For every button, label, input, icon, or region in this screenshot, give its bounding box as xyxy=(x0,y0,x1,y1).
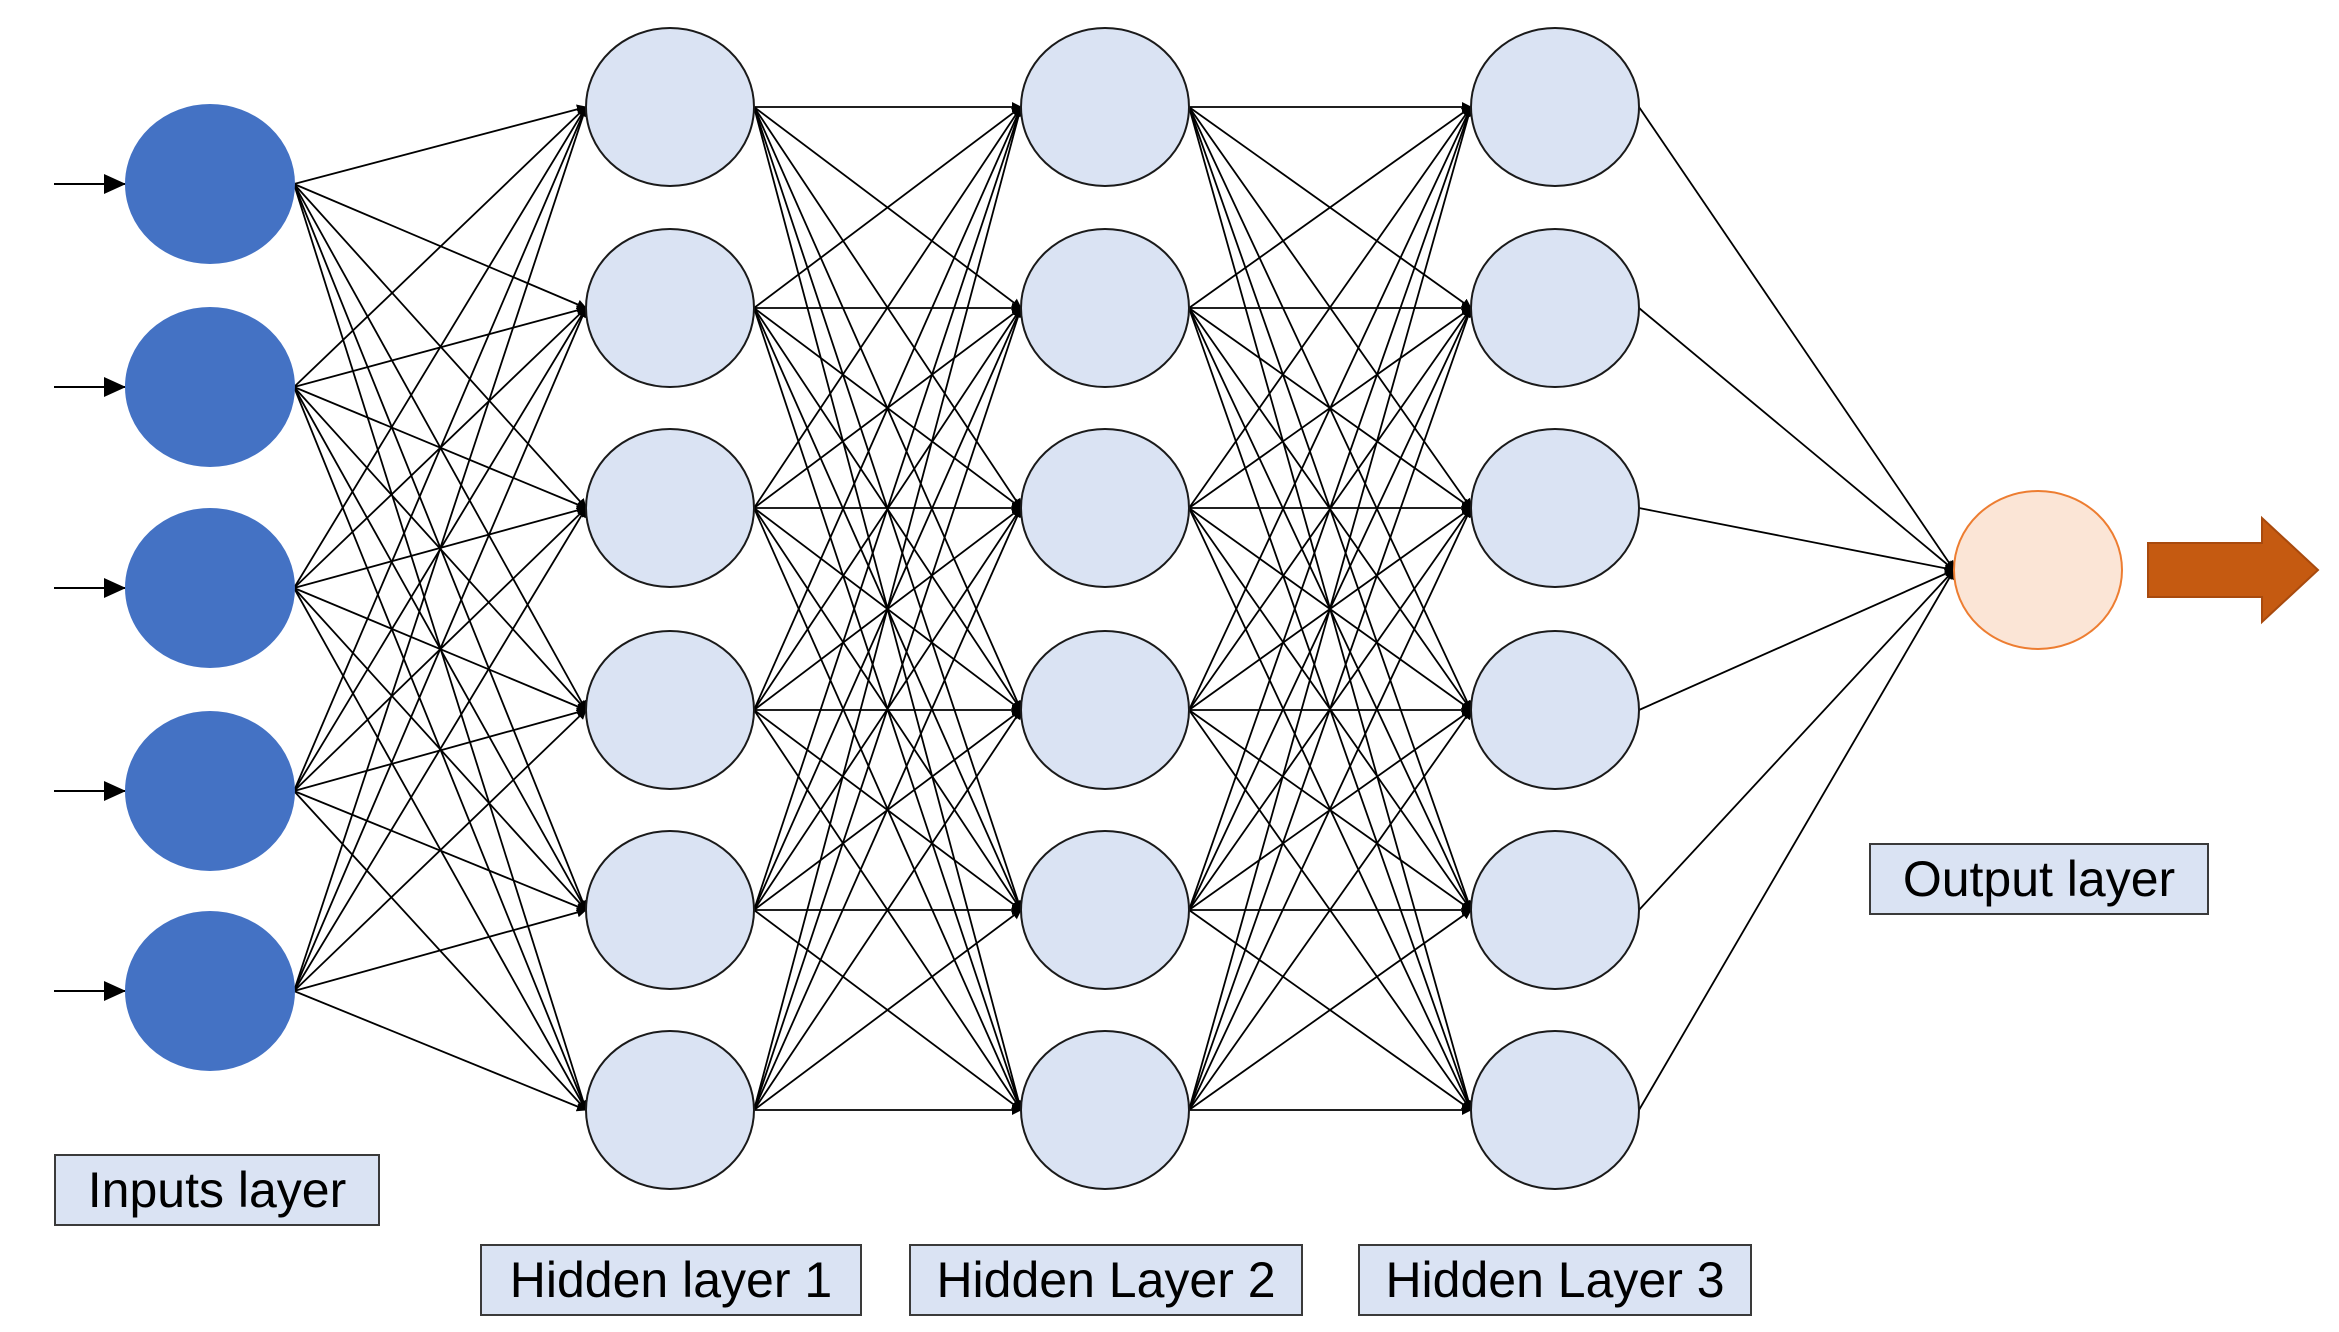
hidden1-node-2 xyxy=(585,428,755,588)
hidden-layer-1-label: Hidden layer 1 xyxy=(480,1244,862,1316)
connection-hidden3-0-output-0 xyxy=(1638,106,1955,571)
connection-hidden1-5-hidden2-3 xyxy=(753,709,1022,1111)
hidden1-node-5 xyxy=(585,1030,755,1190)
inputs-node-4 xyxy=(125,911,295,1071)
hidden1-node-3 xyxy=(585,630,755,790)
connection-hidden3-5-output-0 xyxy=(1638,569,1955,1111)
connection-hidden2-5-hidden3-2 xyxy=(1188,507,1472,1111)
connection-hidden2-4-hidden3-0 xyxy=(1188,106,1473,911)
inputs-node-2 xyxy=(125,508,295,668)
hidden3-node-3 xyxy=(1470,630,1640,790)
hidden2-node-1 xyxy=(1020,228,1190,388)
connection-hidden1-3-hidden2-0 xyxy=(753,106,1022,711)
connection-hidden2-2-hidden3-0 xyxy=(1188,106,1472,509)
connection-hidden1-1-hidden2-0 xyxy=(753,106,1022,309)
connection-hidden2-5-hidden3-4 xyxy=(1188,909,1472,1111)
connection-hidden1-5-hidden2-1 xyxy=(753,307,1023,1111)
connection-inputs-4-hidden1-3 xyxy=(293,709,587,992)
connection-inputs-3-hidden1-0 xyxy=(293,106,588,792)
connection-inputs-2-hidden1-5 xyxy=(293,587,587,1111)
output-node-0 xyxy=(1953,490,2123,650)
hidden-layer-2-label: Hidden Layer 2 xyxy=(909,1244,1303,1316)
connection-hidden2-5-hidden3-3 xyxy=(1188,709,1472,1111)
connection-hidden2-5-hidden3-1 xyxy=(1188,307,1473,1111)
hidden3-node-4 xyxy=(1470,830,1640,990)
connection-hidden1-5-hidden2-2 xyxy=(753,507,1022,1111)
connection-hidden3-3-output-0 xyxy=(1638,569,1955,711)
connection-hidden2-5-hidden3-0 xyxy=(1188,106,1474,1111)
hidden2-node-5 xyxy=(1020,1030,1190,1190)
input-arrows xyxy=(54,174,126,1001)
hidden1-node-1 xyxy=(585,228,755,388)
neurons xyxy=(125,27,2123,1190)
hidden1-node-4 xyxy=(585,830,755,990)
hidden3-node-1 xyxy=(1470,228,1640,388)
output-arrow xyxy=(2147,515,2320,625)
inputs-layer-label: Inputs layer xyxy=(54,1154,380,1226)
output-layer-label: Output layer xyxy=(1869,843,2209,915)
hidden3-node-0 xyxy=(1470,27,1640,187)
hidden2-node-2 xyxy=(1020,428,1190,588)
connection-inputs-4-hidden1-0 xyxy=(293,106,588,992)
connection-hidden2-3-hidden3-0 xyxy=(1188,106,1472,711)
output-arrow-icon xyxy=(2147,515,2320,625)
connection-hidden1-5-hidden2-0 xyxy=(753,106,1024,1111)
connection-inputs-4-hidden1-1 xyxy=(293,307,588,992)
connection-hidden3-1-output-0 xyxy=(1638,307,1955,571)
connections xyxy=(293,102,1955,1115)
connection-hidden3-2-output-0 xyxy=(1638,507,1955,574)
inputs-node-0 xyxy=(125,104,295,264)
connection-inputs-4-hidden1-4 xyxy=(293,907,587,992)
connection-hidden2-1-hidden3-0 xyxy=(1188,106,1472,309)
hidden2-node-3 xyxy=(1020,630,1190,790)
inputs-node-3 xyxy=(125,711,295,871)
connection-hidden3-4-output-0 xyxy=(1638,569,1955,911)
hidden2-node-4 xyxy=(1020,830,1190,990)
connection-inputs-0-hidden1-0 xyxy=(293,104,587,185)
hidden2-node-0 xyxy=(1020,27,1190,187)
connection-hidden1-4-hidden2-0 xyxy=(753,106,1023,911)
connection-inputs-1-hidden1-0 xyxy=(293,106,587,388)
connection-inputs-4-hidden1-2 xyxy=(293,507,587,992)
hidden3-node-5 xyxy=(1470,1030,1640,1190)
connection-inputs-4-hidden1-5 xyxy=(293,990,587,1112)
inputs-node-1 xyxy=(125,307,295,467)
connection-hidden1-2-hidden2-0 xyxy=(753,106,1022,509)
hidden-layer-3-label: Hidden Layer 3 xyxy=(1358,1244,1752,1316)
connection-hidden1-5-hidden2-4 xyxy=(753,909,1022,1111)
connection-inputs-2-hidden1-0 xyxy=(293,106,587,589)
hidden1-node-0 xyxy=(585,27,755,187)
hidden3-node-2 xyxy=(1470,428,1640,588)
